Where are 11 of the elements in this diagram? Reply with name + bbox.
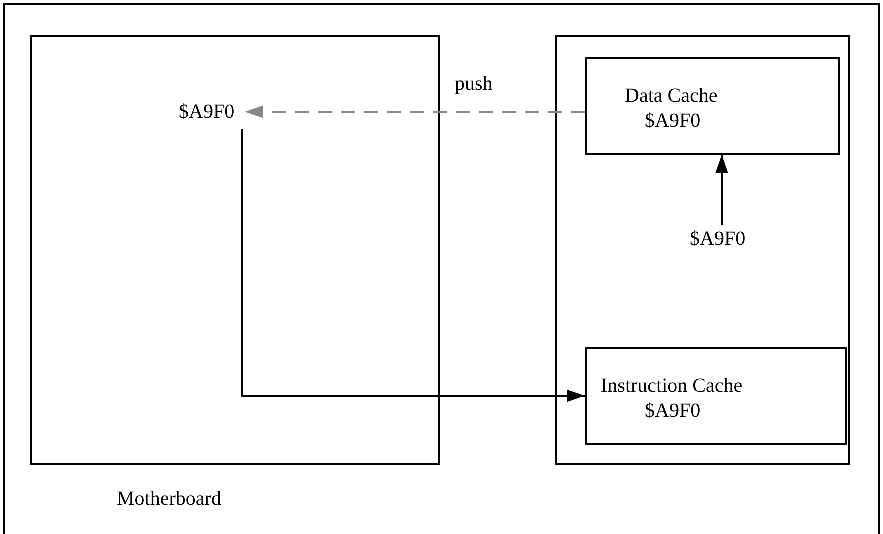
value-text: $A9F0 xyxy=(179,102,235,122)
value-text: $A9F0 xyxy=(645,111,701,131)
component-box xyxy=(555,35,850,465)
edge-label: push xyxy=(453,74,495,94)
box-label: Instruction Cache xyxy=(601,376,743,396)
box-label: Motherboard xyxy=(117,489,222,509)
component-box xyxy=(585,347,847,445)
component-box xyxy=(585,57,840,155)
value-text: $A9F0 xyxy=(690,229,746,249)
box-label: Data Cache xyxy=(625,86,718,106)
value-text: $A9F0 xyxy=(645,401,701,421)
